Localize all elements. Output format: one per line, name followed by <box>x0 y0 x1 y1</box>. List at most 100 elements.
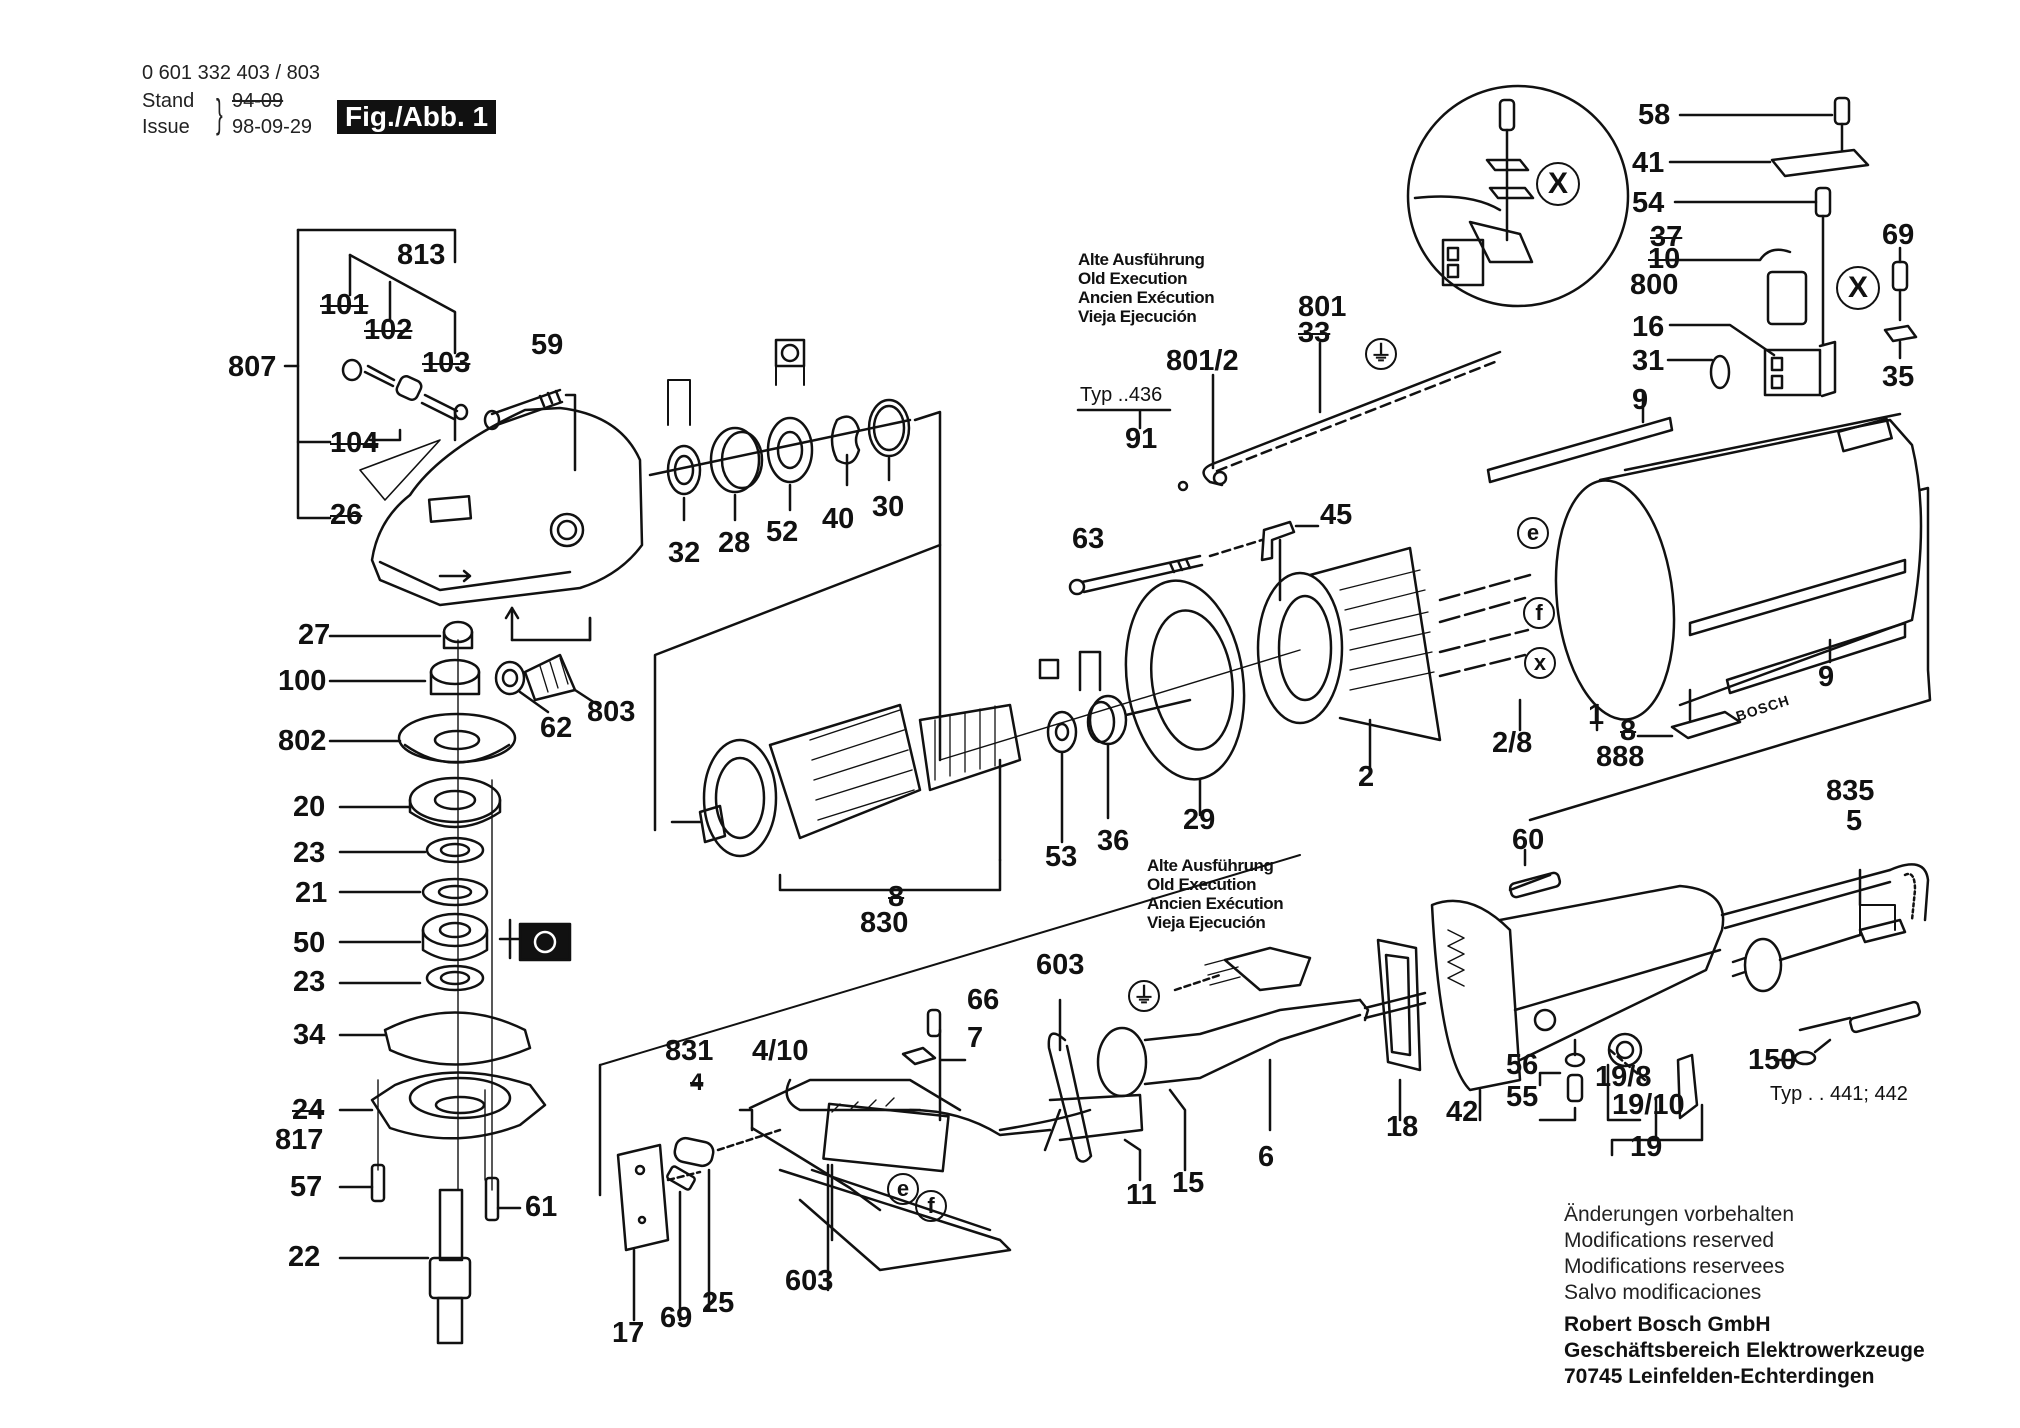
part-label-5[interactable]: 5 <box>1846 805 1863 837</box>
part-label-11[interactable]: 11 <box>1126 1179 1157 1211</box>
part-label-801-2[interactable]: 801/2 <box>1166 345 1239 377</box>
part-label-52[interactable]: 52 <box>766 516 799 548</box>
part-label-8-armature[interactable]: 8 <box>888 881 905 913</box>
part-label-35[interactable]: 35 <box>1882 361 1915 393</box>
part-label-23[interactable]: 23 <box>293 966 326 998</box>
part-label-37[interactable]: 37 <box>1650 221 1683 253</box>
part-label-69[interactable]: 69 <box>1882 219 1915 251</box>
part-label-16[interactable]: 16 <box>1632 311 1665 343</box>
part-label-8[interactable]: 8 <box>1620 715 1637 747</box>
part-label-803[interactable]: 803 <box>587 696 636 728</box>
x-marker-icon: X <box>1536 162 1580 206</box>
part-label-28[interactable]: 28 <box>718 527 751 559</box>
part-label-15[interactable]: 15 <box>1172 1167 1205 1199</box>
part-label-53[interactable]: 53 <box>1045 841 1078 873</box>
screw-59 <box>483 388 577 472</box>
part-label-41[interactable]: 41 <box>1632 147 1665 179</box>
part-label-25[interactable]: 25 <box>702 1287 735 1319</box>
part-label-29[interactable]: 29 <box>1183 804 1216 836</box>
part-label-61[interactable]: 61 <box>525 1191 558 1223</box>
part-label-30[interactable]: 30 <box>872 491 905 523</box>
brush-holder-parts <box>1666 96 1918 398</box>
part-label-18[interactable]: 18 <box>1386 1111 1419 1143</box>
part-label-1[interactable]: 1 <box>1588 699 1605 731</box>
part-label-603[interactable]: 603 <box>785 1265 834 1297</box>
screw-63 <box>1068 520 1320 602</box>
part-label-4[interactable]: 4 <box>690 1069 704 1096</box>
part-label-32[interactable]: 32 <box>668 537 701 569</box>
part-label-20[interactable]: 20 <box>293 791 326 823</box>
part-label-69[interactable]: 69 <box>660 1302 693 1334</box>
part-label-63[interactable]: 63 <box>1072 523 1105 555</box>
part-label-7[interactable]: 7 <box>967 1022 984 1054</box>
part-label-801[interactable]: 801 <box>1298 291 1347 323</box>
part-label-2-8[interactable]: 2/8 <box>1492 727 1533 759</box>
part-label-19-8[interactable]: 19/8 <box>1595 1061 1652 1093</box>
part-label-9[interactable]: 9 <box>1818 661 1835 693</box>
part-label-31[interactable]: 31 <box>1632 345 1665 377</box>
screws-56-55 <box>1538 1032 1704 1157</box>
part-label-21[interactable]: 21 <box>295 877 328 909</box>
part-label-4-10[interactable]: 4/10 <box>752 1035 809 1067</box>
part-label-802[interactable]: 802 <box>278 725 327 757</box>
part-label-835[interactable]: 835 <box>1826 775 1875 807</box>
part-label-36[interactable]: 36 <box>1097 825 1130 857</box>
part-label-66[interactable]: 66 <box>967 984 1000 1016</box>
inset-detail-circle <box>1406 84 1630 308</box>
part-label-57[interactable]: 57 <box>290 1171 323 1203</box>
part-label-22[interactable]: 22 <box>288 1241 321 1273</box>
part-label-104[interactable]: 104 <box>330 427 379 459</box>
part-label-103[interactable]: 103 <box>422 347 471 379</box>
part-label-150[interactable]: 150 <box>1748 1044 1797 1076</box>
part-label-58[interactable]: 58 <box>1638 99 1671 131</box>
company-division: Geschäftsbereich Elektrowerkzeuge <box>1564 1339 1925 1362</box>
part-label-102[interactable]: 102 <box>364 314 413 346</box>
f-marker-icon: f <box>915 1190 947 1222</box>
part-label-56[interactable]: 56 <box>1506 1049 1539 1081</box>
part-label-60[interactable]: 60 <box>1512 824 1545 856</box>
part-label-59[interactable]: 59 <box>531 329 564 361</box>
part-label-807[interactable]: 807 <box>228 351 277 383</box>
part-label-62[interactable]: 62 <box>540 712 573 744</box>
part-label-24[interactable]: 24 <box>292 1094 325 1126</box>
strips-9 <box>1486 391 1932 822</box>
part-label-34[interactable]: 34 <box>293 1019 326 1051</box>
part-label-830[interactable]: 830 <box>860 907 909 939</box>
part-label-817[interactable]: 817 <box>275 1124 324 1156</box>
part-label-33[interactable]: 33 <box>1298 317 1331 349</box>
x-marker-icon: x <box>1524 647 1556 679</box>
part-label-603[interactable]: 603 <box>1036 949 1085 981</box>
part-label-40[interactable]: 40 <box>822 503 855 535</box>
part-label-55[interactable]: 55 <box>1506 1081 1539 1113</box>
part-label-9[interactable]: 9 <box>1632 384 1649 416</box>
part-label-888[interactable]: 888 <box>1596 741 1645 773</box>
part-label-19-10[interactable]: 19/10 <box>1612 1089 1685 1121</box>
part-label-54[interactable]: 54 <box>1632 187 1665 219</box>
part-label-19[interactable]: 19 <box>1630 1131 1663 1163</box>
disclaimer-en: Modifications reserved <box>1564 1229 1775 1252</box>
part-label-101[interactable]: 101 <box>320 289 369 321</box>
note-line-en: Old Execution <box>1147 875 1257 894</box>
part-label-26[interactable]: 26 <box>330 499 363 531</box>
part-label-831[interactable]: 831 <box>665 1035 714 1067</box>
bearing-stack-upper <box>648 338 942 762</box>
part-label-10[interactable]: 10 <box>1648 243 1681 275</box>
part-label-27[interactable]: 27 <box>298 619 331 651</box>
part-label-100[interactable]: 100 <box>278 665 327 697</box>
part-label-17[interactable]: 17 <box>612 1317 645 1349</box>
e-marker-icon: e <box>887 1173 919 1205</box>
stator <box>1256 546 1532 772</box>
part-label-6[interactable]: 6 <box>1258 1141 1275 1173</box>
issue-date: 98-09-29 <box>232 116 313 138</box>
part-label-91[interactable]: 91 <box>1125 423 1158 455</box>
part-label-813[interactable]: 813 <box>397 239 446 271</box>
part-label-2[interactable]: 2 <box>1358 761 1375 793</box>
figure-label: Fig./Abb. 1 <box>337 100 497 134</box>
spring-pin-parts <box>341 358 469 421</box>
earth-plug <box>1173 946 1312 992</box>
part-label-50[interactable]: 50 <box>293 927 326 959</box>
part-label-42[interactable]: 42 <box>1446 1096 1479 1128</box>
part-label-800[interactable]: 800 <box>1630 269 1679 301</box>
part-label-45[interactable]: 45 <box>1320 499 1353 531</box>
part-label-23[interactable]: 23 <box>293 837 326 869</box>
